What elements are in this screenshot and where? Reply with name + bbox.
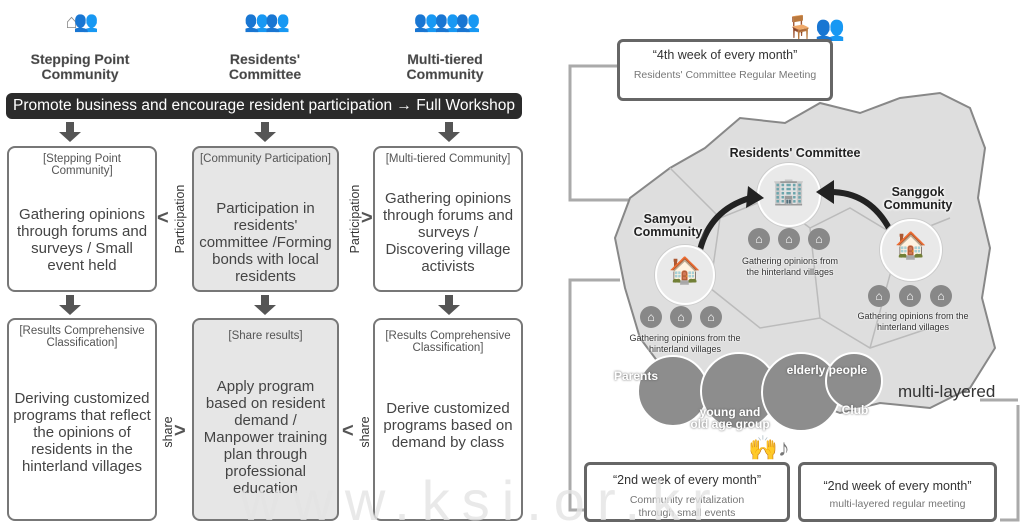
connector-lines <box>568 64 1020 522</box>
gathering-opinions-center: Gathering opinions from the hinterland v… <box>741 256 839 277</box>
share-results-box: [Share results] Apply program based on r… <box>192 318 339 521</box>
share-label: share <box>358 416 372 448</box>
arrow-icon <box>697 180 893 251</box>
arrow-icon: < <box>157 207 169 229</box>
small-events-description: Community revitalization through small e… <box>629 494 745 519</box>
sanggok-circle <box>880 219 942 281</box>
stepping-point-header: ⌂👥 Stepping Point Community <box>20 8 140 88</box>
multi-layered-label: multi-layered <box>898 382 996 401</box>
crowd-icon: 👥👥👥 <box>413 11 481 33</box>
multi-layered-meeting-box: “2nd week of every month” multi-layered … <box>798 462 997 522</box>
house-icon: ⌂ <box>930 285 952 307</box>
building-icon: 🏢 <box>772 176 806 206</box>
participation-label: Participation <box>348 184 362 254</box>
box-title: [Results Comprehensive Classification] <box>19 325 145 349</box>
house-icon: 🏠 <box>894 230 928 260</box>
results-classification-right-box: [Results Comprehensive Classification] D… <box>373 318 523 521</box>
house-people-icon: ⌂👥 <box>65 11 99 33</box>
samyou-circle <box>655 245 715 305</box>
box-title: [Stepping Point Community] <box>42 153 121 177</box>
arrow-icon: > <box>174 420 186 442</box>
box-body: Gathering opinions through forums and su… <box>382 190 514 275</box>
community-participation-box: [Community Participation] Participation … <box>192 146 339 292</box>
box-body: Deriving customized programs that reflec… <box>13 390 151 475</box>
house-icon: 🏠 <box>668 255 702 285</box>
multi-tiered-box: [Multi-tiered Community] Gathering opini… <box>373 146 523 292</box>
stepping-point-box: [Stepping Point Community] Gathering opi… <box>7 146 157 292</box>
multi-tiered-label: Multi-tiered Community <box>406 51 484 82</box>
club-label: Club <box>841 403 869 417</box>
participation-label: Participation <box>173 184 187 254</box>
house-icon: ⌂ <box>700 306 722 328</box>
meeting-schedule: “4th week of every month” <box>652 48 798 62</box>
house-icon: ⌂ <box>899 285 921 307</box>
house-icon: ⌂ <box>808 228 830 250</box>
residents-committee-header: 👥👥 Residents' Committee <box>210 8 320 88</box>
gathering-opinions-right: Gathering opinions from the hinterland v… <box>857 311 969 332</box>
sanggok-label: Sanggok Community <box>883 185 953 212</box>
box-title: [Results Comprehensive Classification] <box>385 330 511 354</box>
box-body: Participation in residents' committee /F… <box>199 200 332 285</box>
residents-committee-map-label: Residents' Committee <box>729 146 861 160</box>
committee-circle <box>757 163 821 227</box>
box-body: Derive customized programs based on dema… <box>383 400 513 451</box>
gathering-opinions-left: Gathering opinions from the hinterland v… <box>629 333 741 354</box>
multi-layered-description: multi-layered regular meeting <box>829 498 966 510</box>
arrow-icon: > <box>361 207 373 229</box>
house-icon: ⌂ <box>778 228 800 250</box>
watermark: www.ksi.or.kr <box>240 469 723 524</box>
results-classification-left-box: [Results Comprehensive Classification] D… <box>7 318 157 521</box>
parents-label: Parents <box>613 369 659 383</box>
samyou-label: Samyou Community <box>633 212 703 239</box>
residents-committee-label: Residents' Committee <box>228 51 302 82</box>
box-title: [Multi-tiered Community] <box>385 153 511 165</box>
box-title: [Community Participation] <box>199 153 332 165</box>
share-label: share <box>161 416 175 448</box>
house-icon: ⌂ <box>748 228 770 250</box>
young-old-label: young and old age group <box>690 405 770 431</box>
multi-tiered-header: 👥👥👥 Multi-tiered Community <box>390 8 500 88</box>
workshop-banner: Promote business and encourage resident … <box>6 93 522 119</box>
box-body: Apply program based on resident demand /… <box>203 378 328 497</box>
small-events-box: “2nd week of every month” Community revi… <box>584 462 790 522</box>
arrow-icon: < <box>342 420 354 442</box>
elderly-label: elderly people <box>786 363 868 377</box>
house-icon: ⌂ <box>670 306 692 328</box>
monthly-meeting-box: “4th week of every month” Residents' Com… <box>617 39 833 101</box>
house-icon: ⌂ <box>868 285 890 307</box>
people-icon: 👥👥 <box>244 11 290 33</box>
box-title: [Share results] <box>228 330 303 342</box>
meeting-description: Residents' Committee Regular Meeting <box>633 69 817 81</box>
club-circle <box>825 352 883 410</box>
stepping-point-label: Stepping Point Community <box>30 51 130 82</box>
box-body: Gathering opinions through forums and su… <box>16 206 148 274</box>
multi-layered-schedule: “2nd week of every month” <box>823 479 972 493</box>
house-icon: ⌂ <box>640 306 662 328</box>
small-events-schedule: “2nd week of every month” <box>613 473 761 487</box>
dancing-people-icon: 🙌♪ <box>748 435 790 462</box>
